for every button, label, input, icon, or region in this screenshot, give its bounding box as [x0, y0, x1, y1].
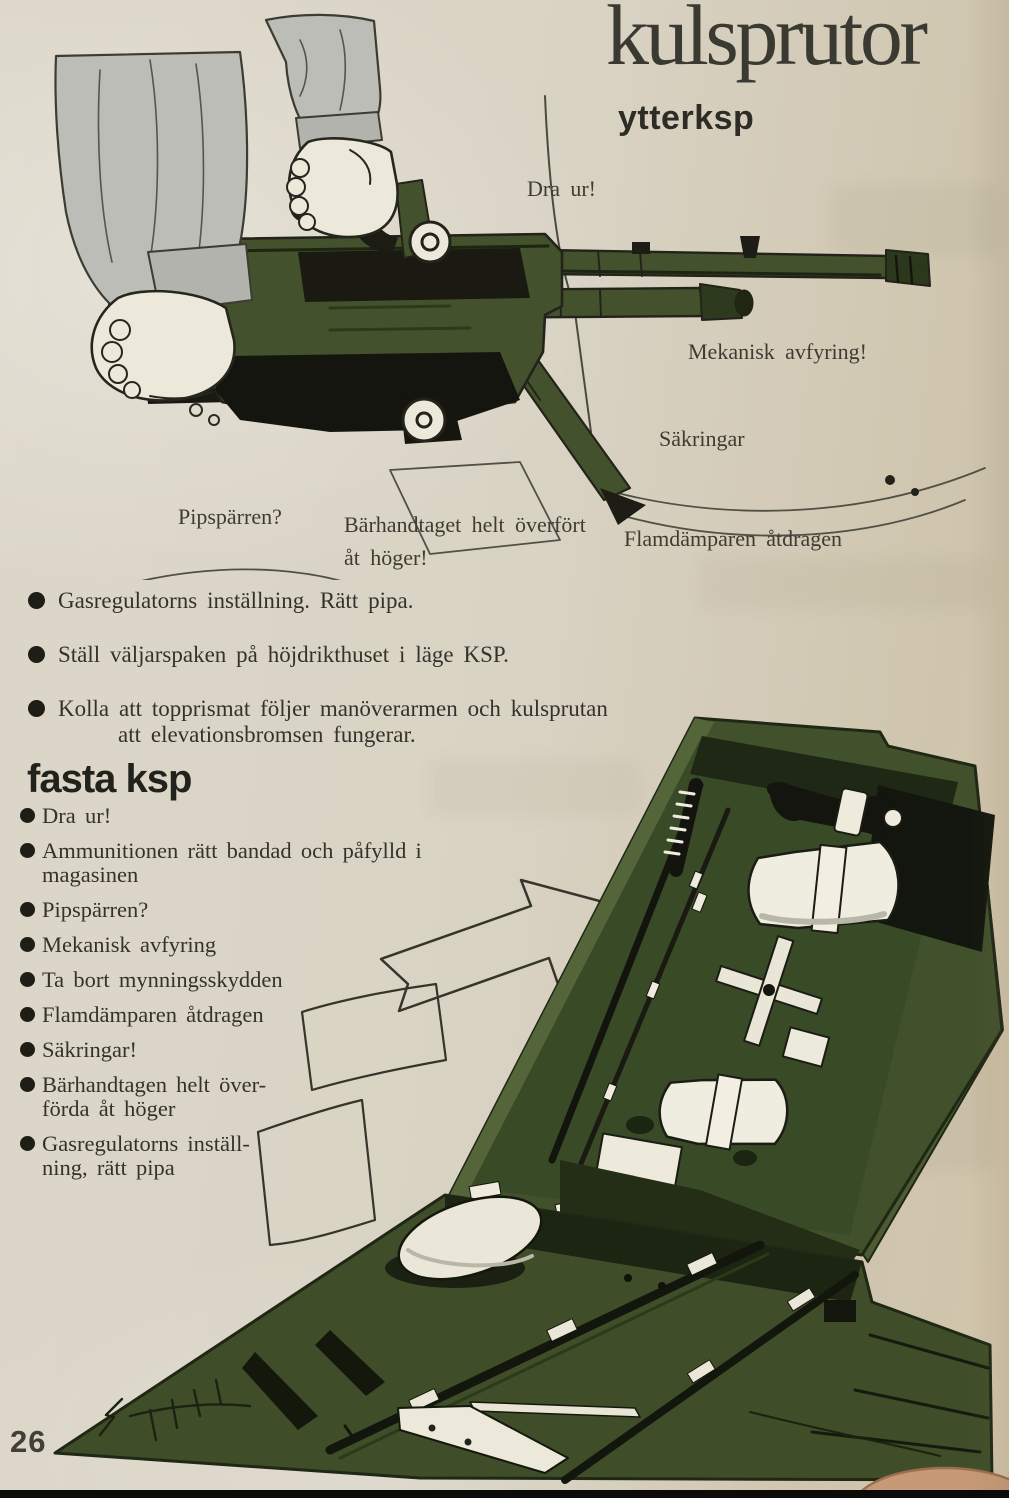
bullet-icon: [28, 700, 45, 717]
list-item-text: Ställ väljarspaken på höjdrikthuset i lä…: [58, 642, 509, 667]
label-dra-ur: Dra ur!: [527, 176, 596, 201]
muzzle-cover: [658, 1073, 789, 1151]
list-item-text: Pipspärren?: [42, 897, 149, 922]
strap-line: [749, 1411, 941, 1457]
receiver-underside: [215, 352, 520, 432]
page-edge-shade: [967, 0, 1009, 1498]
cross-tool: [715, 935, 823, 1047]
feed-cover: [298, 248, 530, 302]
sleeve-left: [54, 50, 253, 320]
list-item-text: ning, rätt pipa: [42, 1155, 175, 1180]
hand-left: [90, 289, 236, 402]
wrench-tool: [766, 782, 903, 837]
list-item-text: att elevationsbromsen fungerar.: [118, 722, 416, 747]
fasta-ksp-checklist: Dra ur! Ammunitionen rätt bandad och påf…: [20, 804, 480, 1191]
handle-roller: [408, 220, 452, 264]
page-title: kulsprutor: [606, 0, 928, 83]
small-cylinder: [781, 1026, 831, 1068]
list-item: Pipspärren?: [20, 898, 480, 922]
list-item-text: Kolla att topprismat följer manöverarmen…: [58, 696, 608, 721]
list-item: Ammunitionen rätt bandad och påfylld i m…: [20, 839, 480, 887]
label-line: åt höger!: [344, 545, 428, 570]
bullet-icon: [20, 902, 35, 917]
list-item: Ställ väljarspaken på höjdrikthuset i lä…: [28, 642, 748, 668]
tray-strip: [397, 1401, 641, 1474]
list-item-text: Dra ur!: [42, 803, 112, 828]
label-flamdamparen: Flamdämparen åtdragen: [624, 526, 843, 551]
arrow-icon: [379, 878, 609, 1013]
list-item-text: förda åt höger: [42, 1096, 176, 1121]
label-pipsparren: Pipspärren?: [178, 504, 282, 529]
list-item: Gasregulatorns inställning. Rätt pipa.: [28, 588, 748, 614]
front-sight: [740, 236, 760, 258]
toolbox-base: [53, 1193, 994, 1484]
label-line: Bärhandtaget helt överfört: [344, 512, 586, 537]
sleeve-right: [264, 13, 383, 149]
tip-hatching: [98, 1378, 252, 1442]
mount-sketch-knob: [911, 488, 919, 496]
list-item-text: Mekanisk avfyring: [42, 932, 217, 957]
mount-sketch-lines: [141, 461, 986, 580]
bullet-icon: [20, 972, 35, 987]
list-item: Kolla att topprismat följer manöverarmen…: [28, 696, 748, 748]
chevron-mark: [242, 1352, 318, 1430]
machine-gun-illustration: [54, 13, 986, 580]
mount-sketch-knob: [885, 475, 895, 485]
base-hinge-shadow: [445, 1195, 862, 1302]
list-item: Mekanisk avfyring: [20, 933, 480, 957]
flash-hider: [885, 249, 931, 287]
cleaning-rods: [548, 778, 731, 1181]
base-seams: [810, 1333, 990, 1454]
ytterksp-checklist: Gasregulatorns inställning. Rätt pipa. S…: [28, 588, 748, 776]
list-item-text: Flamdämparen åtdragen: [42, 1002, 264, 1027]
barrel-lug: [632, 242, 650, 254]
label-barhandtaget: Bärhandtaget helt överfört åt höger!: [344, 508, 586, 574]
label-sakringar: Säkringar: [659, 426, 745, 451]
latch-block: [824, 1300, 856, 1322]
bullet-icon: [20, 843, 35, 858]
photo-edge-bar: [0, 1490, 1009, 1498]
chevron-mark: [315, 1330, 385, 1396]
bullet-icon: [28, 646, 45, 663]
bullet-icon: [20, 1136, 35, 1151]
label-mekanisk-avfyring: Mekanisk avfyring!: [688, 339, 867, 364]
list-item-text: Bärhandtagen helt över-: [42, 1072, 267, 1097]
list-item: Bärhandtagen helt över- förda åt höger: [20, 1073, 480, 1121]
receiver-pin: [208, 414, 220, 426]
toolbox-lid: [446, 716, 1004, 1263]
barrel: [543, 236, 931, 287]
list-item: Gasregulatorns inställ- ning, rätt pipa: [20, 1132, 480, 1180]
bullet-icon: [20, 937, 35, 952]
sheet-sketch: [256, 982, 448, 1247]
front-roller: [400, 397, 462, 444]
list-item: Ta bort mynningsskydden: [20, 968, 480, 992]
list-item: Flamdämparen åtdragen: [20, 1003, 480, 1027]
bullet-icon: [20, 1077, 35, 1092]
page-number: 26: [10, 1424, 47, 1459]
receiver-pin: [189, 403, 203, 417]
list-item: Säkringar!: [20, 1038, 480, 1062]
bullet-icon: [28, 592, 45, 609]
list-item-text: Ta bort mynningsskydden: [42, 967, 283, 992]
fasta-ksp-heading: fasta ksp: [27, 757, 192, 801]
fist-right: [286, 137, 399, 239]
section-subtitle: ytterksp: [618, 99, 755, 137]
list-item: Dra ur!: [20, 804, 480, 828]
list-item-text: Gasregulatorns inställning. Rätt pipa.: [58, 588, 414, 613]
bullet-icon: [20, 1007, 35, 1022]
bullet-icon: [20, 808, 35, 823]
muzzle-cover: [747, 840, 900, 935]
list-item-text: Säkringar!: [42, 1037, 137, 1062]
bullet-icon: [20, 1042, 35, 1057]
toolbox-illustration: [53, 716, 1009, 1498]
roller: [385, 1195, 543, 1288]
base-rod: [561, 1271, 859, 1484]
list-item-text: Ammunitionen rätt bandad och påfylld i m…: [42, 838, 422, 887]
list-item-text: Gasregulatorns inställ-: [42, 1131, 250, 1156]
